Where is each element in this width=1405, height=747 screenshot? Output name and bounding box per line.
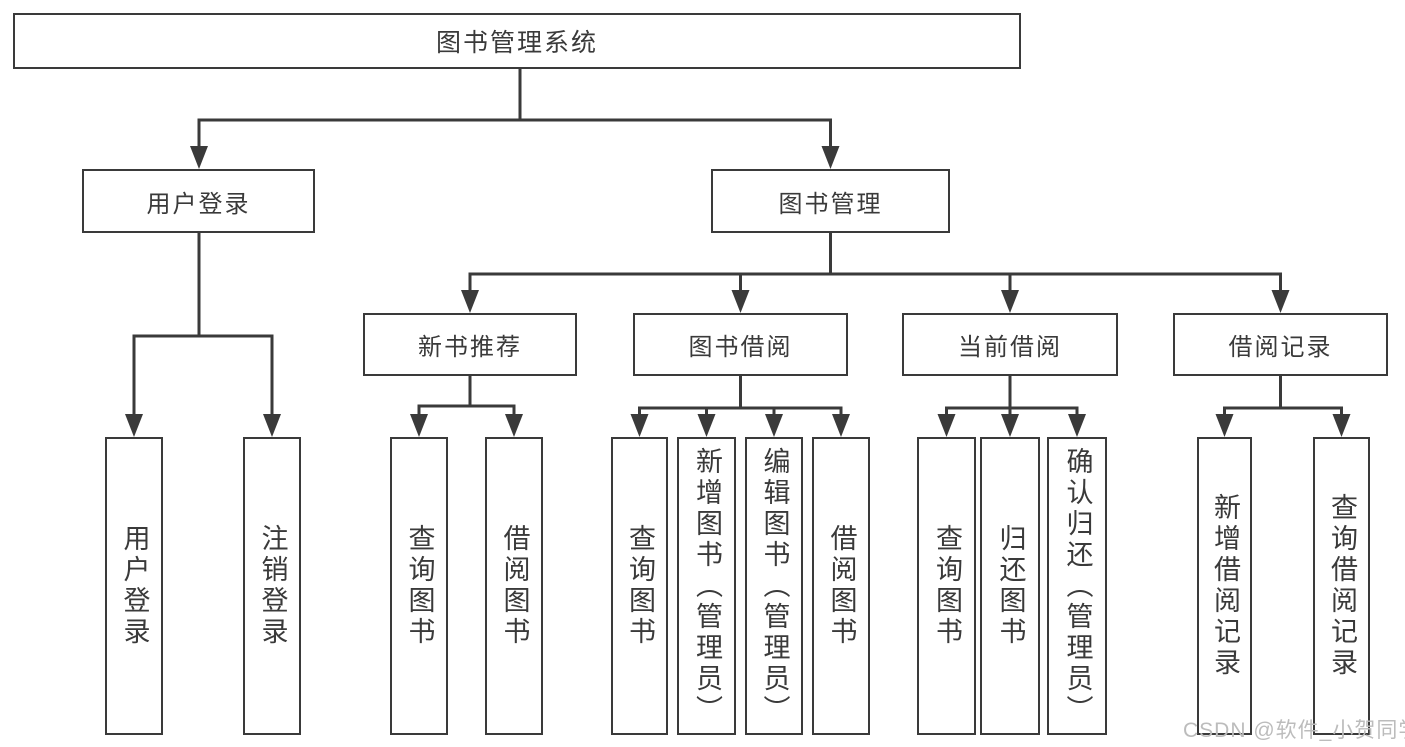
node-new-book-recommend: 新书推荐	[363, 313, 577, 376]
node-label: 编辑图书（管理员）	[759, 446, 790, 726]
node-label: 查询借阅记录	[1327, 493, 1357, 679]
node-label: 确认归还（管理员）	[1062, 446, 1093, 726]
node-root-system: 图书管理系统	[13, 13, 1021, 69]
node-label: 注销登录	[257, 524, 288, 648]
node-label: 用户登录	[119, 524, 150, 648]
node-label: 借阅图书	[499, 524, 530, 648]
node-book-management: 图书管理	[711, 169, 950, 233]
node-label: 图书借阅	[688, 334, 793, 361]
node-label: 图书管理	[778, 190, 883, 218]
node-leaf-borrow-books-1: 借阅图书	[485, 437, 543, 735]
node-user-login: 用户登录	[82, 169, 315, 233]
node-leaf-logout: 注销登录	[243, 437, 301, 735]
node-label: 新增借阅记录	[1210, 493, 1240, 679]
node-label: 查询图书	[932, 524, 962, 648]
arrowheads	[125, 146, 1351, 437]
node-leaf-add-borrow-record: 新增借阅记录	[1197, 437, 1252, 735]
node-leaf-query-books-2: 查询图书	[611, 437, 668, 735]
node-book-borrow: 图书借阅	[633, 313, 848, 376]
node-leaf-query-books-1: 查询图书	[390, 437, 448, 735]
node-label: 借阅图书	[826, 524, 857, 648]
node-label: 当前借阅	[958, 334, 1062, 361]
node-leaf-borrow-books-2: 借阅图书	[812, 437, 870, 735]
watermark: CSDN @软件_小贺同学	[1183, 719, 1405, 742]
node-label: 查询图书	[625, 524, 655, 648]
node-leaf-query-books-3: 查询图书	[917, 437, 976, 735]
node-current-borrow: 当前借阅	[902, 313, 1118, 376]
node-leaf-add-books-admin: 新增图书（管理员）	[677, 437, 736, 735]
node-leaf-query-borrow-record: 查询借阅记录	[1313, 437, 1370, 735]
node-leaf-user-login: 用户登录	[105, 437, 163, 735]
node-label: 图书管理系统	[435, 29, 598, 57]
node-label: 查询图书	[404, 524, 435, 648]
node-label: 新书推荐	[418, 334, 522, 361]
node-label: 新增图书（管理员）	[692, 446, 722, 726]
node-leaf-return-books: 归还图书	[980, 437, 1040, 735]
node-label: 归还图书	[995, 524, 1026, 648]
node-borrow-records: 借阅记录	[1173, 313, 1388, 376]
node-leaf-confirm-return-admin: 确认归还（管理员）	[1047, 437, 1107, 735]
node-leaf-edit-books-admin: 编辑图书（管理员）	[745, 437, 803, 735]
node-label: 用户登录	[146, 190, 251, 218]
node-label: 借阅记录	[1228, 334, 1333, 361]
